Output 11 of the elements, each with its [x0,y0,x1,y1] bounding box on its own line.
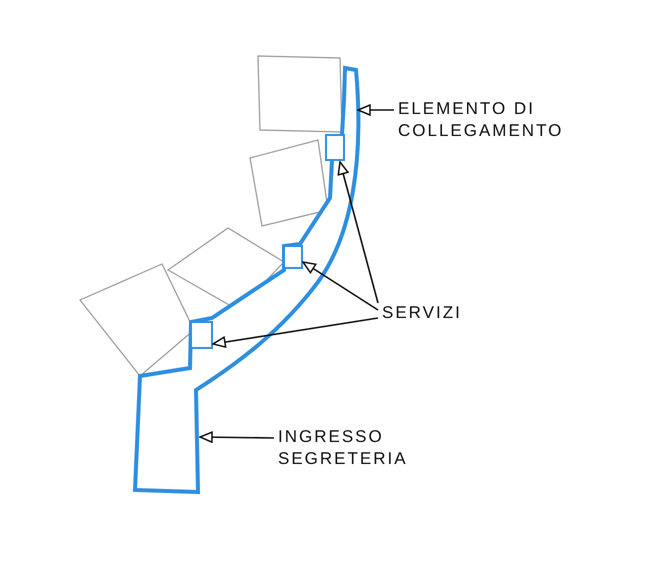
leader-line [212,317,378,348]
leader-line [302,261,378,311]
callout-text: INGRESSO SEGRETERIA [278,426,448,470]
service-niche [190,321,213,349]
service-niche [325,134,345,161]
service-niche [283,245,303,269]
callout-text: ELEMENTO DI COLLEGAMENTO [398,98,608,142]
leader-line [199,431,274,443]
leader-line [357,104,394,116]
callout-text: SERVIZI [382,302,462,324]
leader-line [338,161,379,304]
